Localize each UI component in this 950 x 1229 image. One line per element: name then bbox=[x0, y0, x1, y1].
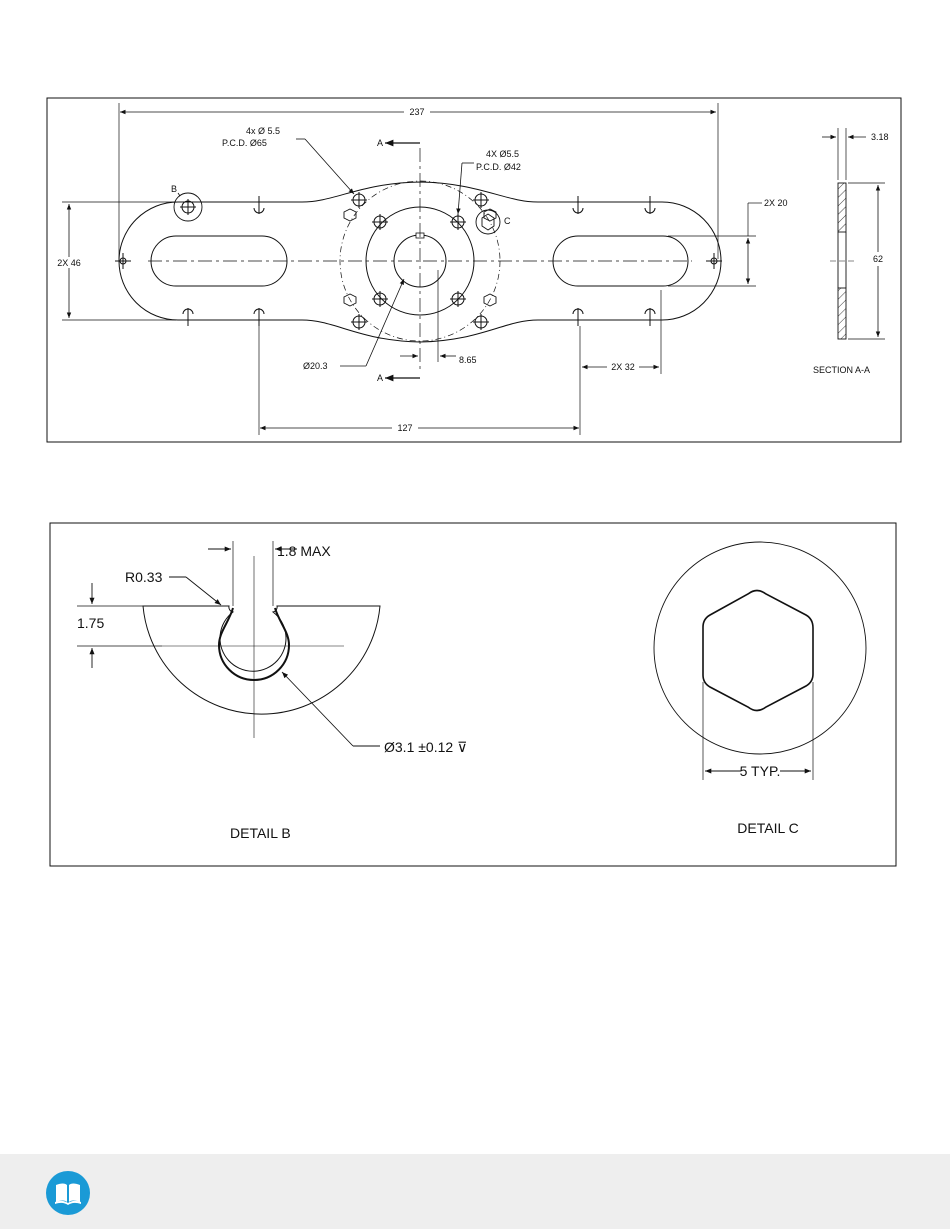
detail-frame bbox=[50, 523, 896, 866]
top-drawing: B C A A 237 127 2X 46 2X 20 2X 32 8.65 Ø… bbox=[0, 0, 950, 470]
book-icon bbox=[46, 1171, 90, 1215]
section-upper-hatch bbox=[838, 183, 846, 232]
detail-b-slot-width: 1.8 MAX bbox=[277, 543, 331, 559]
plate-drawing-svg: B C A A 237 127 2X 46 2X 20 2X 32 8.65 Ø… bbox=[0, 0, 950, 470]
section-thickness: 3.18 bbox=[871, 132, 889, 142]
callout-outer-line-2: P.C.D. Ø65 bbox=[222, 138, 267, 148]
drawing-frame bbox=[47, 98, 901, 442]
dim-center-spacing: 127 bbox=[397, 423, 412, 433]
detail-b-hole-dia: Ø3.1 ±0.12 ⊽ bbox=[384, 739, 467, 755]
dim-bore-offset: 8.65 bbox=[459, 355, 477, 365]
dim-slot-offset: 2X 20 bbox=[764, 198, 788, 208]
detail-b-marker: B bbox=[171, 184, 177, 194]
callout-inner-line-1: 4X Ø5.5 bbox=[486, 149, 519, 159]
detail-c-hex-size: 5 TYP. bbox=[740, 763, 781, 779]
detail-c-view: 5 TYP. DETAIL C bbox=[654, 542, 866, 836]
inner-hole-group bbox=[372, 214, 466, 307]
detail-b-depth: 1.75 bbox=[77, 615, 104, 631]
detail-c-marker: C bbox=[504, 216, 511, 226]
inner-hole-leader bbox=[458, 163, 462, 214]
dim-overall-length: 237 bbox=[409, 107, 424, 117]
detail-b-view: 1.8 MAX R0.33 1.75 Ø3.1 ±0.12 ⊽ DETAIL B bbox=[77, 541, 467, 841]
section-label: SECTION A-A bbox=[813, 365, 870, 375]
dim-width: 2X 46 bbox=[57, 258, 81, 268]
page-footer bbox=[0, 1154, 950, 1229]
detail-c-label: DETAIL C bbox=[737, 820, 798, 836]
dim-bore: Ø20.3 bbox=[303, 361, 328, 371]
callout-inner-line-2: P.C.D. Ø42 bbox=[476, 162, 521, 172]
outer-hole-leader bbox=[305, 139, 354, 194]
detail-drawing: 1.8 MAX R0.33 1.75 Ø3.1 ±0.12 ⊽ DETAIL B… bbox=[0, 500, 950, 880]
detail-drawing-svg: 1.8 MAX R0.33 1.75 Ø3.1 ±0.12 ⊽ DETAIL B… bbox=[0, 500, 950, 880]
detail-b-radius: R0.33 bbox=[125, 569, 163, 585]
detail-c-circle-outline bbox=[654, 542, 866, 754]
dim-slot-length: 2X 32 bbox=[611, 362, 635, 372]
detail-c-hexagon bbox=[703, 591, 813, 711]
detail-b-label: DETAIL B bbox=[230, 825, 291, 841]
section-lower-hatch bbox=[838, 288, 846, 339]
section-letter-top: A bbox=[377, 138, 383, 148]
section-height: 62 bbox=[873, 254, 883, 264]
detail-b-outline bbox=[143, 606, 380, 714]
bore-leader bbox=[366, 279, 404, 366]
section-letter-bottom: A bbox=[377, 373, 383, 383]
callout-outer-line-1: 4x Ø 5.5 bbox=[246, 126, 280, 136]
